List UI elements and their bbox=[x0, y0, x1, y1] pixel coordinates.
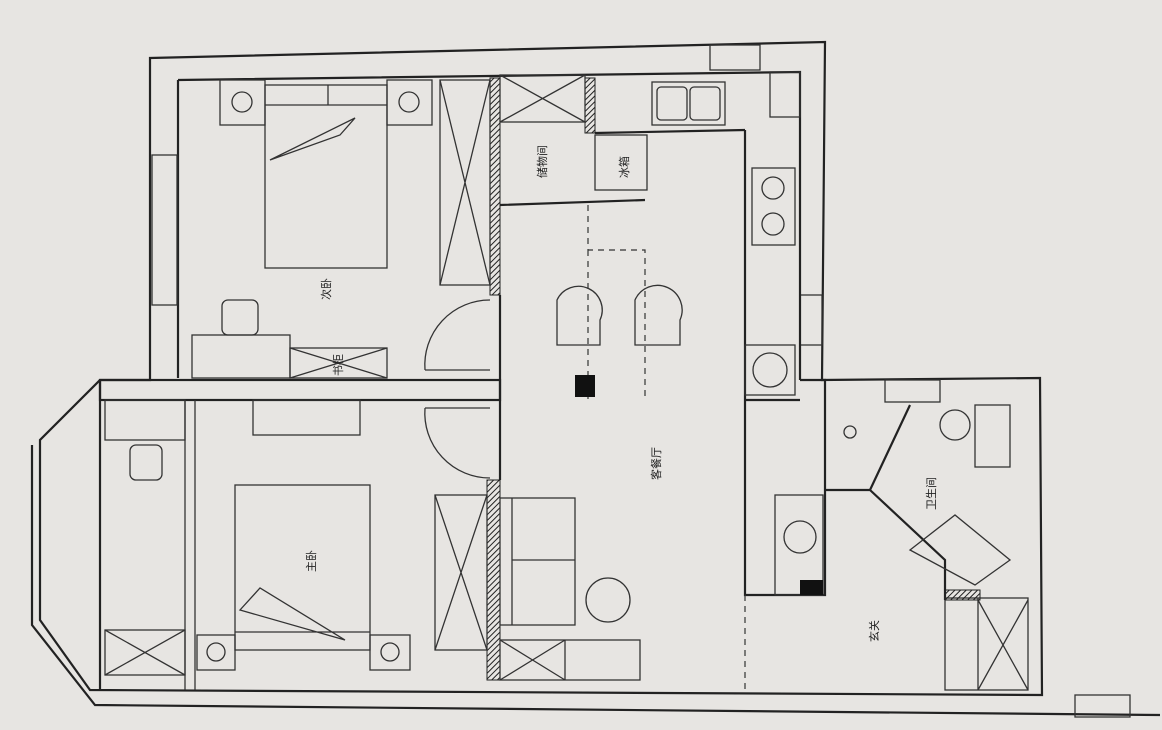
label-storage: 储物间 bbox=[535, 145, 549, 178]
interior-walls bbox=[98, 77, 947, 690]
label-second-bedroom: 次卧 bbox=[319, 278, 333, 300]
label-master-bedroom: 主卧 bbox=[305, 550, 318, 572]
nightstand bbox=[219, 79, 266, 126]
storage-shelf bbox=[499, 74, 586, 123]
side-table bbox=[585, 577, 631, 623]
chair bbox=[221, 299, 259, 336]
second-bedroom: 次卧 书柜 bbox=[191, 79, 491, 379]
column bbox=[575, 375, 595, 397]
bay-desk bbox=[104, 399, 186, 441]
label-bathroom: 卫生间 bbox=[924, 477, 938, 510]
dining-chair bbox=[634, 284, 683, 346]
bed bbox=[264, 84, 388, 269]
window-kitchen bbox=[799, 294, 823, 346]
washing-machine bbox=[744, 344, 796, 396]
window-top bbox=[709, 44, 761, 71]
window-left bbox=[151, 154, 178, 306]
label-fridge: 冰箱 bbox=[617, 156, 631, 178]
window-bottom bbox=[1074, 694, 1131, 718]
shoe-cabinet bbox=[944, 597, 1029, 691]
sofa bbox=[499, 497, 576, 626]
window-bathroom bbox=[884, 379, 941, 403]
bookcase bbox=[289, 347, 388, 379]
water-heater bbox=[769, 71, 801, 118]
tv-cabinet bbox=[499, 639, 641, 681]
desk bbox=[191, 334, 291, 379]
wardrobe bbox=[439, 79, 491, 286]
bed bbox=[234, 484, 371, 651]
chair bbox=[129, 444, 163, 481]
floor-drain bbox=[939, 409, 971, 441]
nightstand bbox=[196, 634, 236, 671]
kitchen-sink bbox=[651, 81, 726, 126]
label-living-dining: 客餐厅 bbox=[649, 447, 663, 480]
living-dining: 客餐厅 bbox=[499, 447, 663, 681]
shower bbox=[974, 404, 1011, 468]
fridge bbox=[594, 134, 648, 191]
bathroom-entrance: 卫生间 玄关 bbox=[774, 404, 1029, 691]
doors bbox=[424, 299, 491, 479]
nightstand bbox=[369, 634, 411, 671]
dresser bbox=[252, 399, 361, 436]
stove bbox=[751, 167, 796, 246]
label-bookcase: 书柜 bbox=[332, 354, 345, 376]
wardrobe bbox=[434, 494, 488, 651]
wash-basin bbox=[774, 494, 824, 596]
kitchen-area: 储物间 冰箱 bbox=[499, 71, 801, 396]
master-bedroom: 主卧 bbox=[104, 399, 488, 690]
label-entrance: 玄关 bbox=[867, 620, 881, 642]
nightstand bbox=[386, 79, 433, 126]
toilet bbox=[908, 514, 1012, 586]
dining-chair bbox=[556, 285, 603, 346]
